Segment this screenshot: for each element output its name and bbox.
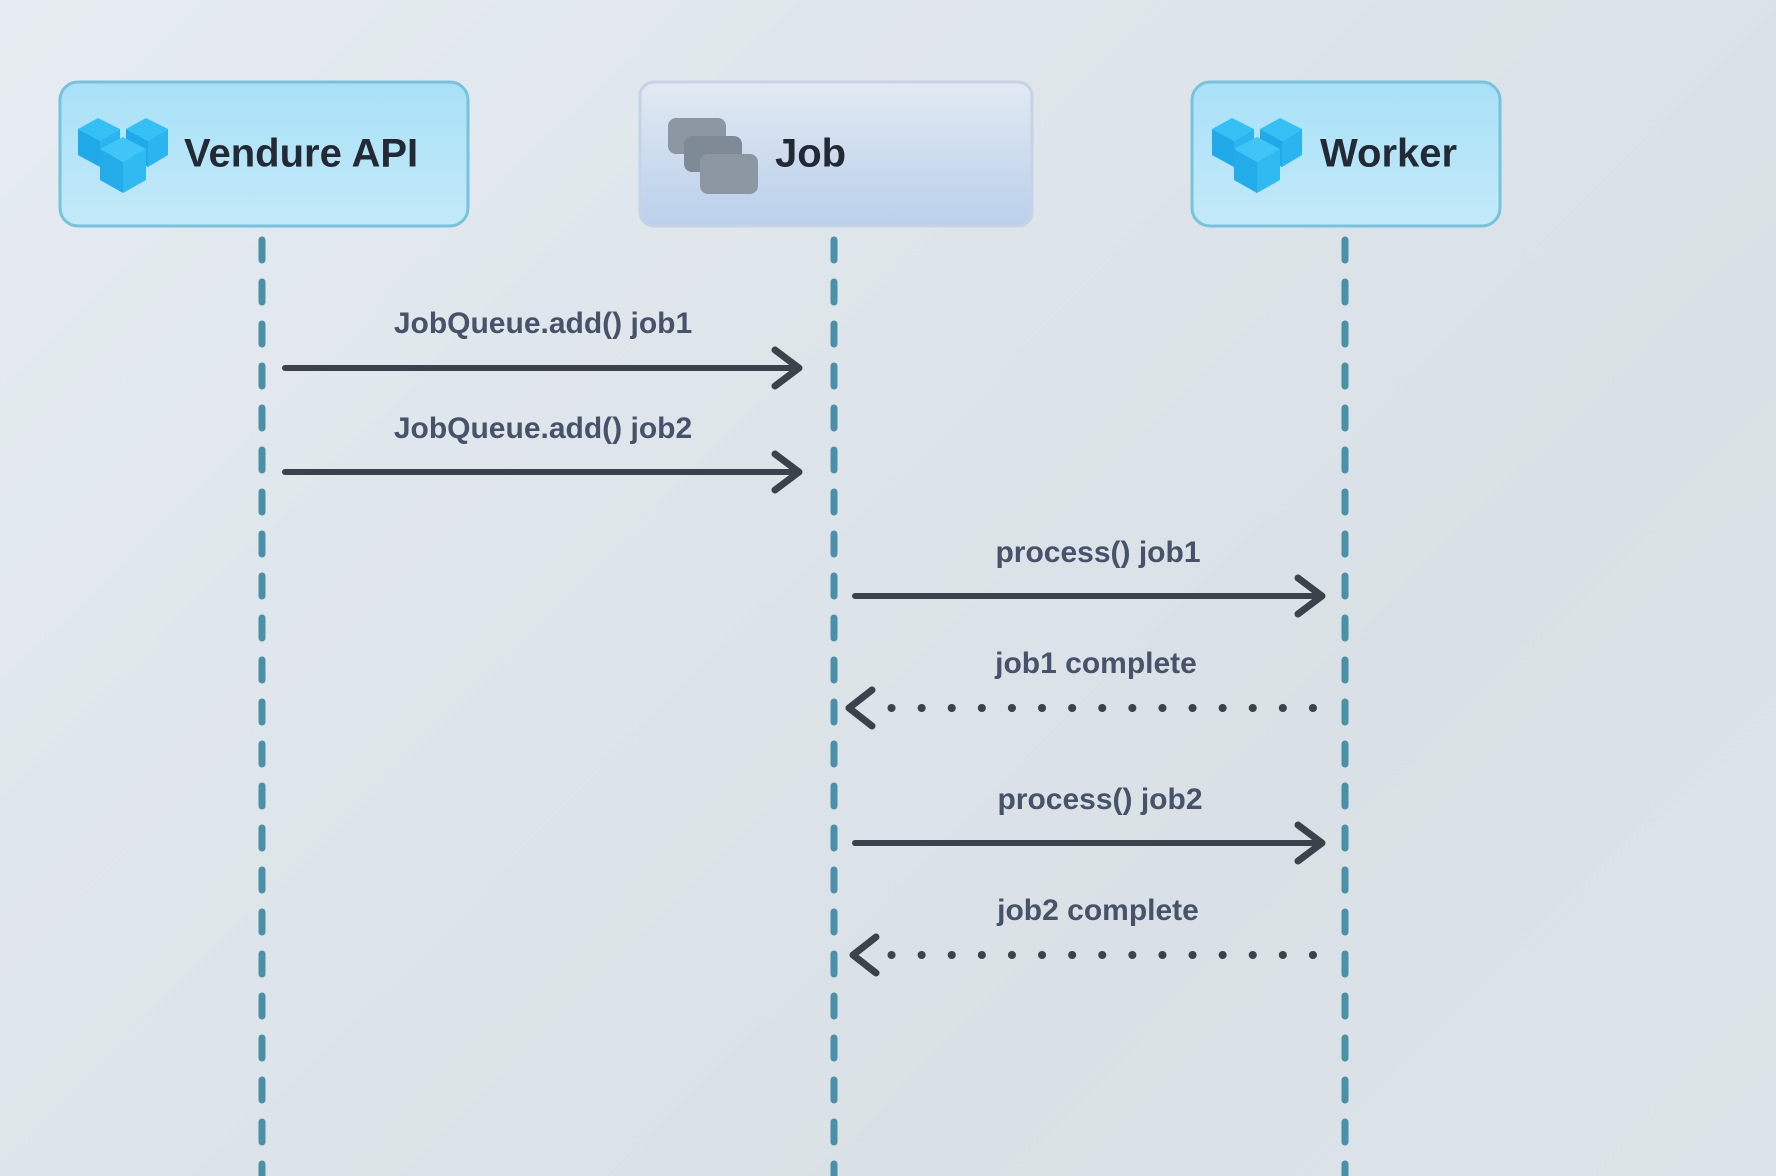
actor-label-worker: Worker bbox=[1320, 132, 1457, 176]
message-0: JobQueue.add() job1 bbox=[282, 307, 803, 390]
arrow-head-left-3 bbox=[845, 686, 876, 730]
message-label-3: job1 complete bbox=[994, 647, 1197, 680]
actor-worker[interactable]: Worker bbox=[1190, 80, 1502, 228]
arrow-head-right-2 bbox=[1294, 574, 1326, 618]
message-label-5: job2 complete bbox=[996, 894, 1199, 927]
message-label-1: JobQueue.add() job2 bbox=[394, 412, 692, 445]
arrow-head-right-1 bbox=[771, 450, 803, 494]
lifelines-group bbox=[258, 236, 1349, 1176]
message-label-0: JobQueue.add() job1 bbox=[394, 307, 692, 340]
actor-label-vendure-api: Vendure API bbox=[184, 132, 418, 176]
arrow-head-right-0 bbox=[771, 346, 803, 390]
actor-label-job: Job bbox=[775, 132, 846, 176]
arrow-head-right-4 bbox=[1294, 821, 1326, 865]
actor-box-worker[interactable] bbox=[1190, 80, 1502, 228]
message-3: job1 complete bbox=[845, 647, 1317, 730]
actor-job[interactable]: Job bbox=[638, 80, 1034, 228]
message-label-4: process() job2 bbox=[997, 783, 1202, 816]
message-1: JobQueue.add() job2 bbox=[282, 412, 803, 494]
actor-box-vendure-api[interactable] bbox=[58, 80, 470, 228]
message-2: process() job1 bbox=[852, 536, 1326, 618]
arrow-head-left-5 bbox=[849, 933, 880, 977]
actor-vendure-api[interactable]: Vendure API bbox=[58, 80, 470, 228]
message-5: job2 complete bbox=[849, 894, 1317, 977]
message-4: process() job2 bbox=[852, 783, 1326, 865]
message-label-2: process() job1 bbox=[995, 536, 1200, 569]
